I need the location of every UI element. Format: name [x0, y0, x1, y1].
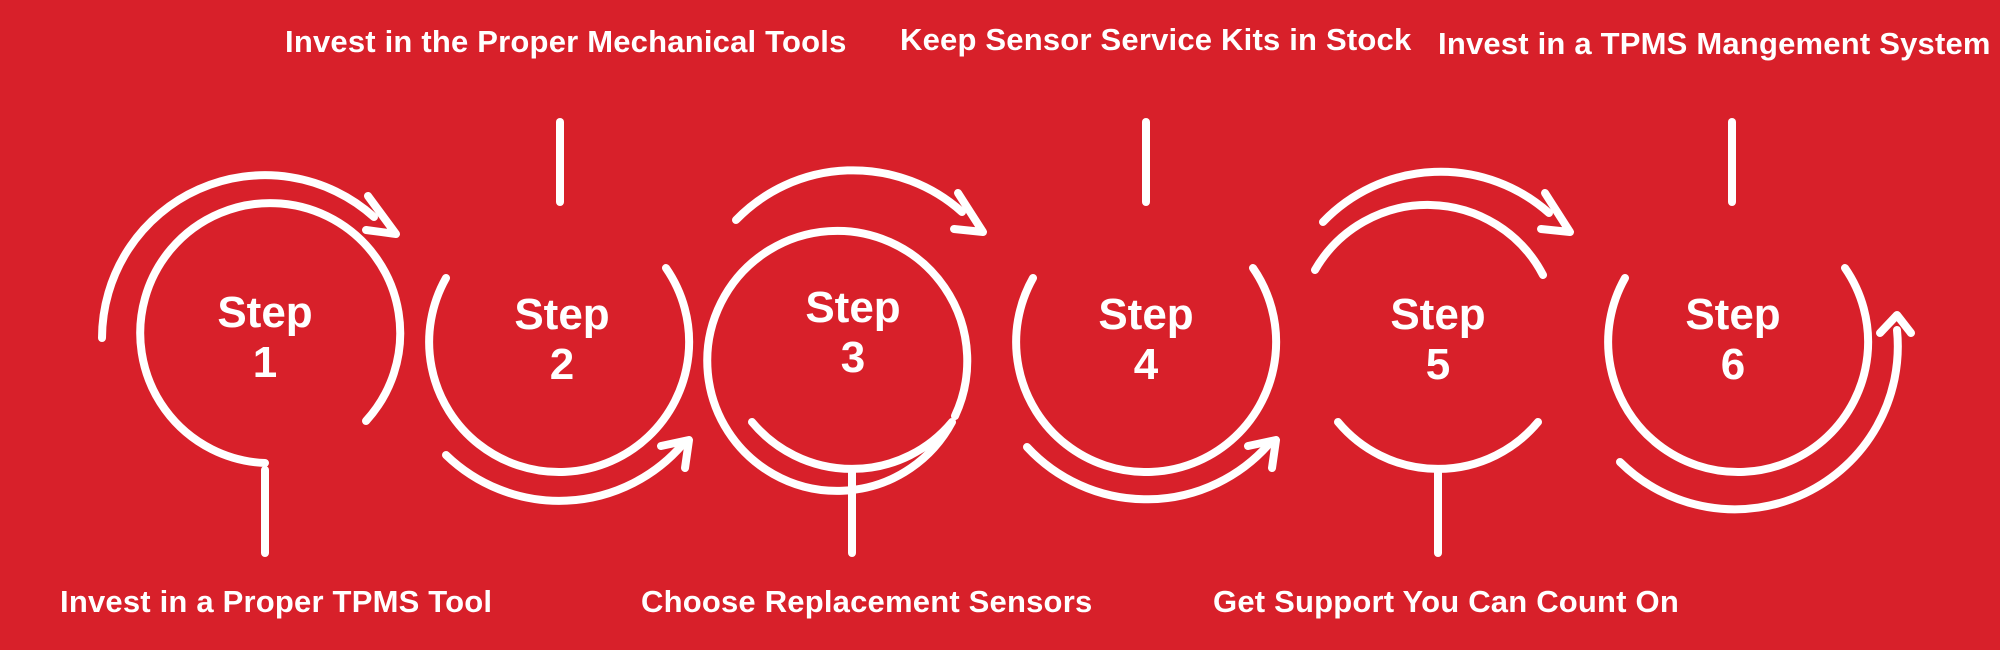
step-4-outer-arc — [1023, 440, 1273, 504]
step-4-word: Step — [1098, 290, 1194, 339]
step-5-outer-arc — [1319, 167, 1553, 226]
step-5-title: Step 5 — [1348, 290, 1528, 390]
step-4-title: Step 4 — [1056, 290, 1236, 390]
step-3-outer-arc — [732, 166, 966, 224]
step-2-graphic — [425, 118, 694, 505]
step-3-title: Step 3 — [763, 283, 943, 383]
step-1-circle — [136, 199, 405, 467]
step-1-word: Step — [217, 288, 313, 337]
step-4-label: Keep Sensor Service Kits in Stock — [900, 22, 1412, 57]
step-3-word: Step — [805, 283, 901, 332]
step-1-arrowhead — [362, 192, 400, 238]
step-4-arrowhead — [1244, 436, 1280, 472]
step-1-title: Step 1 — [175, 288, 355, 388]
step-1-outer-arc — [98, 171, 378, 342]
step-5-arrowhead — [1537, 189, 1574, 236]
step-6-number: 6 — [1720, 340, 1746, 389]
step-1-label: Invest in a Proper TPMS Tool — [60, 584, 493, 619]
step-3-number: 3 — [840, 333, 866, 382]
step-2-arrowhead — [657, 436, 693, 472]
step-4-circle — [1012, 264, 1281, 477]
step-3-arrowhead — [950, 189, 987, 236]
step-6-word: Step — [1685, 290, 1781, 339]
step-2-circle — [425, 264, 694, 477]
step-5-number: 5 — [1425, 340, 1451, 389]
step-1-number: 1 — [252, 338, 278, 387]
step-2-label: Invest in the Proper Mechanical Tools — [285, 24, 847, 59]
step-2-title: Step 2 — [472, 290, 652, 390]
step-5-word: Step — [1390, 290, 1486, 339]
step-4-number: 4 — [1133, 340, 1159, 389]
step-4-graphic — [1012, 118, 1281, 504]
step-3-label: Choose Replacement Sensors — [641, 584, 1093, 619]
step-3-graphic — [703, 166, 987, 557]
step-5-label: Get Support You Can Count On — [1213, 584, 1679, 619]
step-6-arrowhead — [1876, 311, 1915, 337]
step-2-number: 2 — [549, 340, 575, 389]
step-6-outer-arc — [1616, 326, 1902, 514]
step-6-title: Step 6 — [1643, 290, 1823, 390]
step-6-circle — [1604, 264, 1873, 477]
step-2-word: Step — [514, 290, 610, 339]
step-6-graphic — [1604, 118, 1915, 514]
step-6-label: Invest in a TPMS Mangement System — [1438, 26, 1991, 61]
step-2-outer-arc — [442, 440, 687, 505]
step-5-graphic — [1311, 167, 1574, 557]
step-1-graphic — [98, 171, 405, 557]
